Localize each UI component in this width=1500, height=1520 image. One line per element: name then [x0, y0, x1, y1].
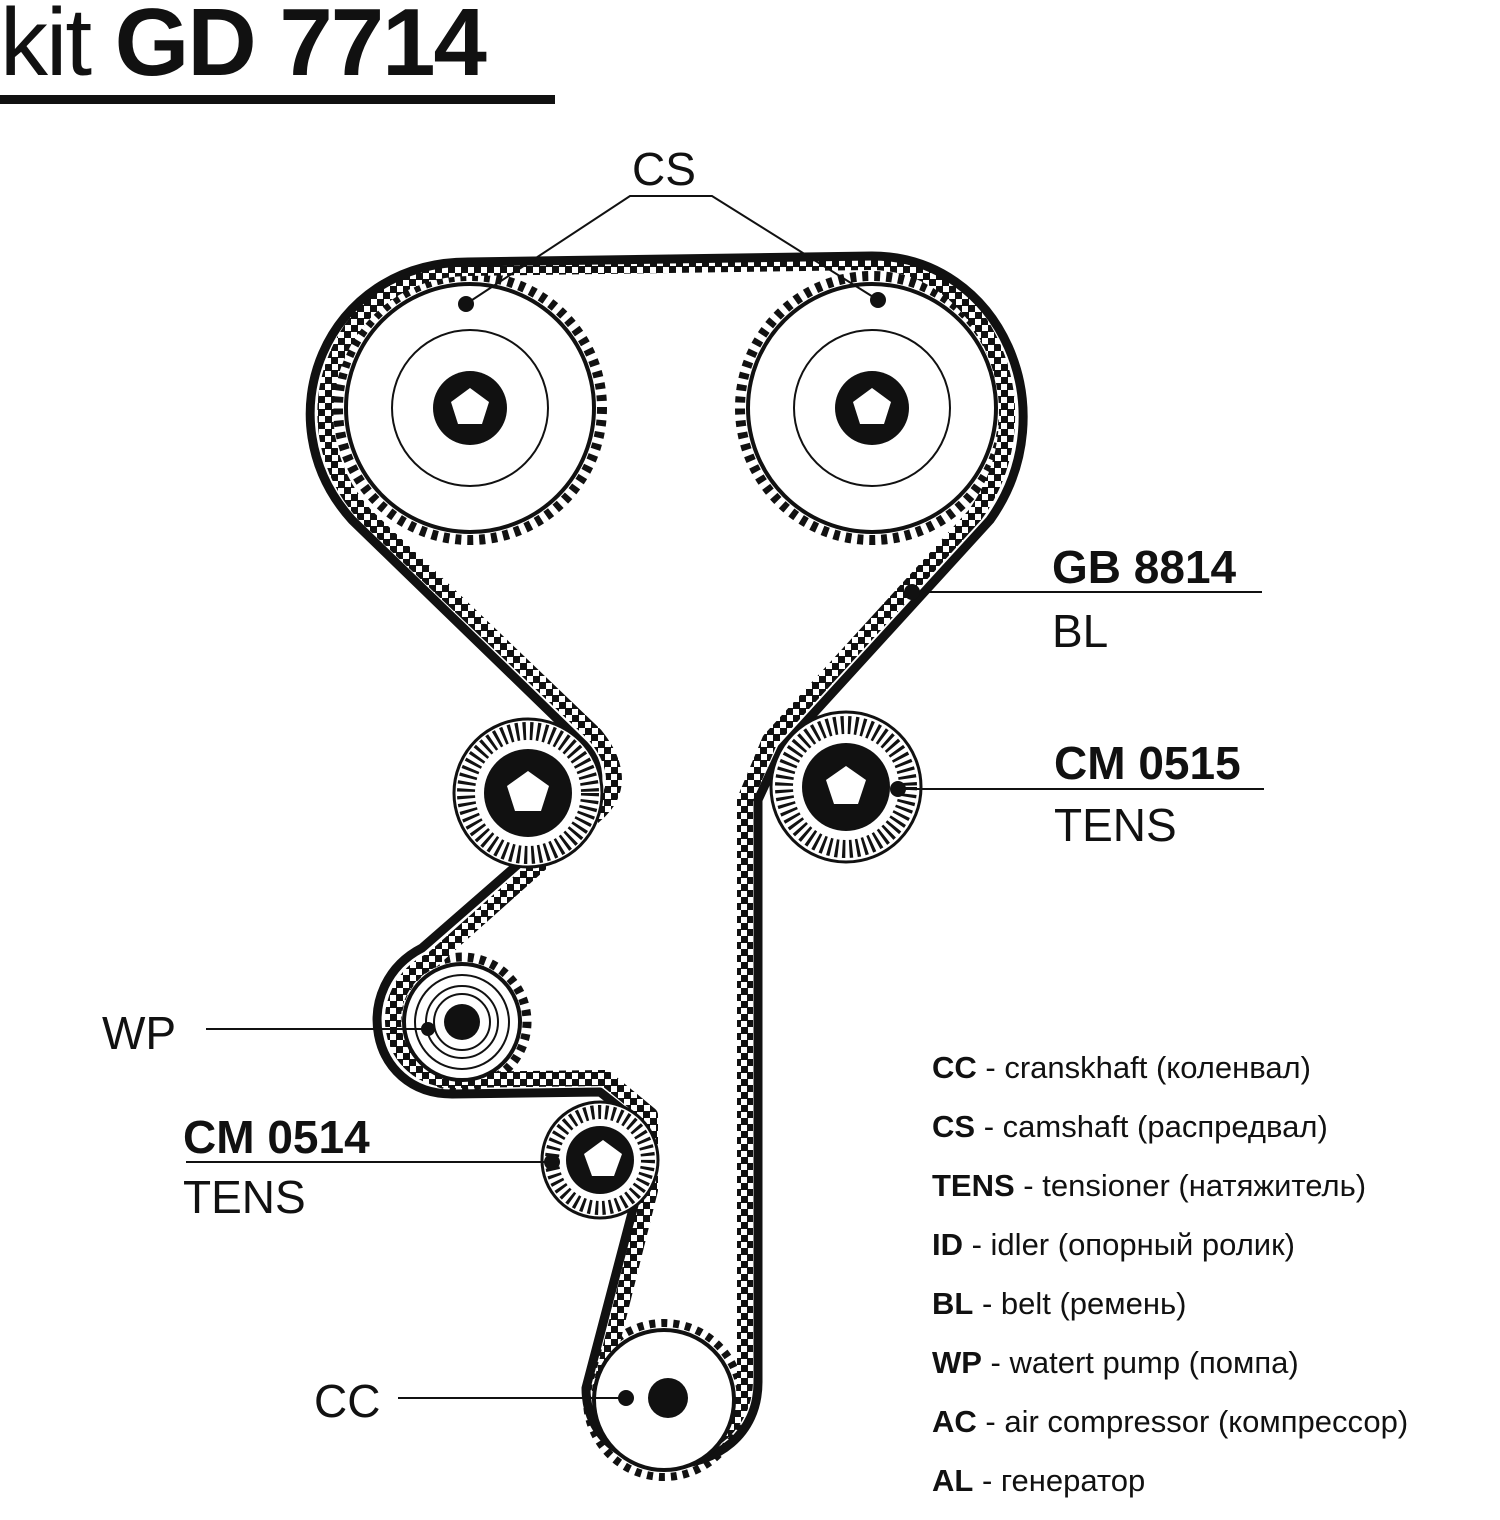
belt-back [305, 251, 1028, 1469]
legend-item: AC - air compressor (компрессор) [932, 1402, 1408, 1461]
legend-item: CC - cranskhaft (коленвал) [932, 1048, 1408, 1107]
kit-code: GD 7714 [114, 0, 487, 96]
legend-text: - belt (ремень) [973, 1286, 1187, 1321]
pentagon-bolt-icon [584, 1140, 622, 1176]
legend-text: - генератор [973, 1463, 1146, 1498]
legend-text: - watert pump (помпа) [981, 1345, 1299, 1380]
cam-left-teeth [333, 271, 607, 545]
wp-label: WP [102, 1007, 177, 1059]
tens-right-type-label: TENS [1054, 799, 1177, 851]
belt-code-label: GB 8814 [1052, 541, 1237, 593]
tens-left-type-label: TENS [183, 1171, 306, 1223]
legend-item: AL - генератор [932, 1461, 1408, 1520]
leader-dots [421, 292, 920, 1406]
tens-right-code-label: CM 0515 [1054, 737, 1241, 789]
legend-abbr: CC [932, 1050, 977, 1085]
legend-item: CS - camshaft (распредвал) [932, 1107, 1408, 1166]
crankshaft-pulley [592, 1328, 736, 1472]
belt-teeth [317, 254, 1016, 1461]
legend-item: WP - watert pump (помпа) [932, 1343, 1408, 1402]
title-underline [0, 95, 555, 104]
pentagon-bolt-icon [826, 766, 866, 804]
legend-item: TENS - tensioner (натяжитель) [932, 1166, 1408, 1225]
camshaft-pulley-left [344, 282, 596, 534]
pentagon-bolt-icon [507, 771, 549, 811]
legend-abbr: ID [932, 1227, 963, 1262]
camshaft-pulley-right [746, 282, 998, 534]
cs-leader [465, 195, 879, 305]
legend-text: - camshaft (распредвал) [975, 1109, 1328, 1144]
legend-abbr: AC [932, 1404, 977, 1439]
legend-text: - air compressor (компрессор) [976, 1404, 1409, 1439]
idler-upper-left [452, 717, 604, 869]
legend-text: - tensioner (натяжитель) [1014, 1168, 1367, 1203]
legend-abbr: CS [932, 1109, 976, 1144]
cs-label: CS [632, 143, 696, 195]
legend-abbr: TENS [932, 1168, 1015, 1203]
timing-belt [305, 251, 1028, 1469]
legend-abbr: WP [932, 1345, 982, 1380]
legend-item: ID - idler (опорный ролик) [932, 1225, 1408, 1284]
title-prefix: kit [0, 0, 92, 96]
legend-text: - cranskhaft (коленвал) [976, 1050, 1311, 1085]
tensioner-cm0514 [540, 1100, 660, 1220]
tens-left-code-label: CM 0514 [183, 1111, 370, 1163]
legend-text: - idler (опорный ролик) [963, 1227, 1295, 1262]
hex-bolt-icon [451, 388, 489, 424]
legend-abbr: AL [932, 1463, 974, 1498]
belt-type-label: BL [1052, 605, 1109, 657]
tensioner-cm0515 [769, 710, 923, 864]
page-title: kit GD 7714 [0, 0, 487, 98]
cc-label: CC [314, 1375, 381, 1427]
hex-bolt-icon [853, 388, 891, 424]
water-pump-pulley [402, 962, 522, 1082]
leader-lines [186, 195, 1264, 1399]
legend: CC - cranskhaft (коленвал) CS - camshaft… [932, 1048, 1408, 1520]
legend-item: BL - belt (ремень) [932, 1284, 1408, 1343]
legend-abbr: BL [932, 1286, 974, 1321]
